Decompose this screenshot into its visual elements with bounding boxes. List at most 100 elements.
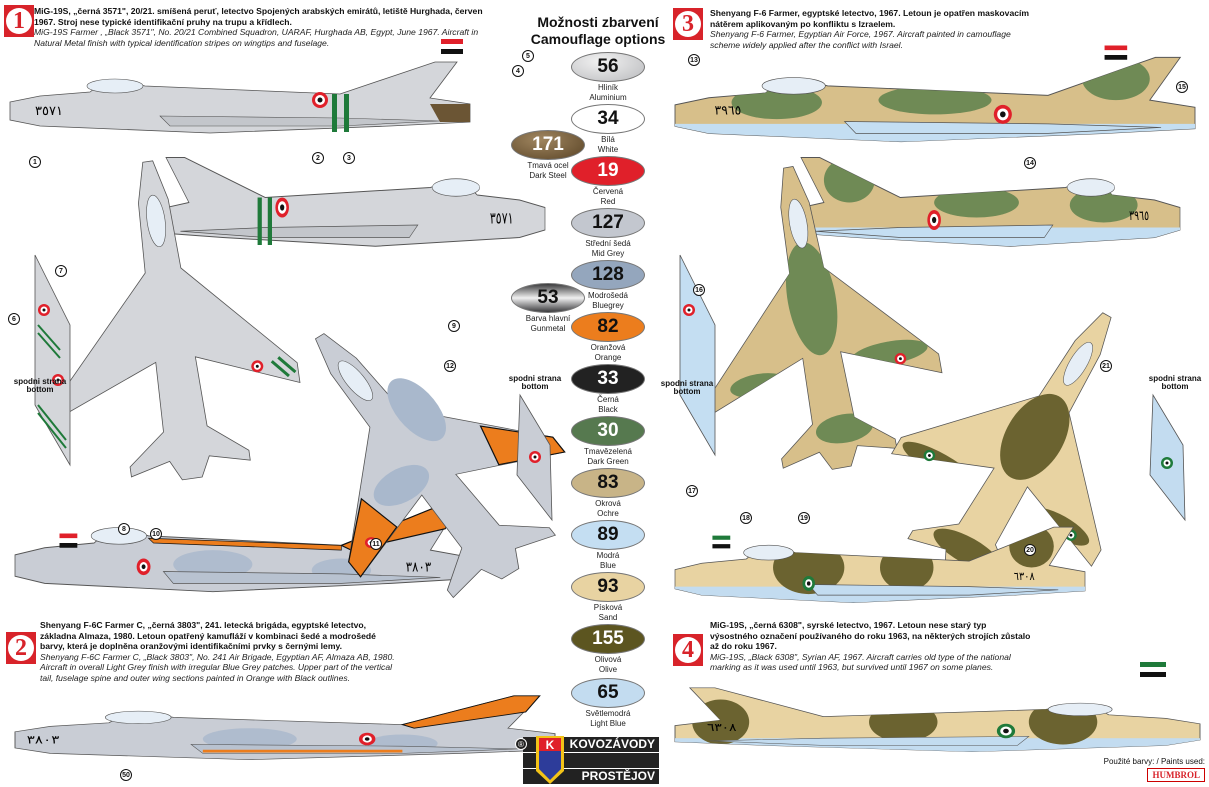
desc-en: Shenyang F-6C Farmer C, „Black 3803", No… <box>40 651 395 683</box>
bottom-label-cz: spodni strana <box>13 377 67 386</box>
paint-name-en: Dark Steel <box>529 171 567 180</box>
profile-2-description: Shenyang F-6C Farmer C, „černá 3803", 24… <box>40 620 395 684</box>
paint-name-en: Olive <box>598 665 618 674</box>
paint-name-cz: Tmavězelená <box>583 447 633 456</box>
exhaust-dark-steel <box>430 104 470 122</box>
serial-number: ٣٩٦٥ <box>715 102 742 117</box>
profile-2-top-view <box>217 273 613 637</box>
callout: 10 <box>150 528 162 540</box>
callout: 18 <box>740 512 752 524</box>
paint-name-en: Gunmetal <box>530 324 566 333</box>
profile-3-side-view-right: ٣٩٦٥ <box>789 156 1181 247</box>
logo-shield-icon: K <box>536 736 564 784</box>
profile-1-description: MiG-19S, „černá 3571", 20/21. smíšená pe… <box>34 6 484 48</box>
paint-code: 83 <box>597 472 619 493</box>
paint-color-oval: 19 <box>571 156 645 186</box>
callout: 2 <box>312 152 324 164</box>
profile-4-side-view-large: ٦٣٠٨ <box>674 687 1201 753</box>
callout: 15 <box>1176 81 1188 93</box>
paint-name-cz: Světlemodrá <box>585 709 631 718</box>
callout: 7 <box>55 265 67 277</box>
title-en: Camouflage options <box>530 31 666 47</box>
desc-cz: MiG-19S, „černá 6308", syrské letectvo, … <box>710 620 1031 652</box>
title-cz: Možnosti zbarvení <box>537 14 659 30</box>
profile-4-description: MiG-19S, „černá 6308", syrské letectvo, … <box>710 620 1035 673</box>
paint-name-en: Light Blue <box>590 719 626 728</box>
paint-code: 127 <box>592 212 624 233</box>
registered-mark: ® <box>515 738 527 750</box>
paint-name-en: Sand <box>598 613 618 622</box>
paint-color-oval: 83 <box>571 468 645 498</box>
bottom-label-en: bottom <box>26 385 54 394</box>
serial-number: ٣٨٠٣ <box>27 733 61 746</box>
canopy <box>86 78 144 94</box>
paints-used-label: Použité barvy: / Paints used: <box>1103 757 1205 766</box>
callout: 13 <box>688 54 700 66</box>
profile-3-wing-bottom <box>679 254 716 457</box>
paint-color-oval: 89 <box>571 520 645 550</box>
profile-3-top-view <box>674 146 956 489</box>
paint-name-cz: Písková <box>593 603 623 612</box>
callout: 21 <box>1100 360 1112 372</box>
profile-4-flag-syria <box>1140 662 1166 677</box>
paint-name-en: Ochre <box>597 509 619 518</box>
bottom-label-cz: spodni strana <box>660 379 714 388</box>
callout: 17 <box>686 485 698 497</box>
paint-code: 53 <box>537 287 559 308</box>
paint-name-cz: Olivová <box>594 655 622 664</box>
paint-code: 34 <box>597 108 619 129</box>
paint-name-cz: Oranžová <box>590 343 626 352</box>
paint-name-cz: Modrá <box>596 551 620 560</box>
camouflage-options-title: Možnosti zbarvení Camouflage options <box>528 14 668 48</box>
paint-color-oval: 155 <box>571 624 645 654</box>
bottom-label-en: bottom <box>1161 382 1189 391</box>
profile-4-top-view <box>852 258 1208 632</box>
logo-letter: K <box>546 738 555 752</box>
humbrol-logo: HUMBROL <box>1147 768 1205 782</box>
paint-name-cz: Střední šedá <box>585 239 631 248</box>
bottom-label-cz: spodni strana <box>508 374 562 383</box>
serial-number: ٣٥٧١ <box>35 103 63 118</box>
callout: 5 <box>522 50 534 62</box>
paint-code: 33 <box>597 368 619 389</box>
serial-number: ٣٩٦٥ <box>1129 208 1149 223</box>
paint-color-oval: 56 <box>571 52 645 82</box>
desc-en: Shenyang F-6 Farmer, Egyptian Air Force,… <box>710 29 1011 50</box>
paint-color-oval: 33 <box>571 364 645 394</box>
paint-code: 89 <box>597 524 619 545</box>
paint-code: 65 <box>597 682 619 703</box>
desc-en: MiG-19S, „Black 6308", Syrian AF, 1967. … <box>710 651 1011 673</box>
paint-color-oval: 34 <box>571 104 645 134</box>
paint-color-oval: 53 <box>511 283 585 313</box>
bottom-label-en: bottom <box>673 387 701 396</box>
paint-name-en: Orange <box>594 353 622 362</box>
flag-egypt <box>441 39 463 54</box>
serial-number: ٦٣٠٨ <box>1014 570 1035 583</box>
profile-badge-3: 3 <box>673 8 703 40</box>
paint-code: 30 <box>597 420 619 441</box>
profile-1-side-view: ٣٥٧١ <box>9 39 471 134</box>
badge-number: 1 <box>6 8 32 34</box>
badge-number: 2 <box>8 635 34 661</box>
profile-2-wing-bottom <box>516 393 553 522</box>
profile-badge-2: 2 <box>6 632 36 664</box>
paint-name-cz: Modrošedá <box>587 291 629 300</box>
paint-color-oval: 93 <box>571 572 645 602</box>
callout: 16 <box>693 284 705 296</box>
